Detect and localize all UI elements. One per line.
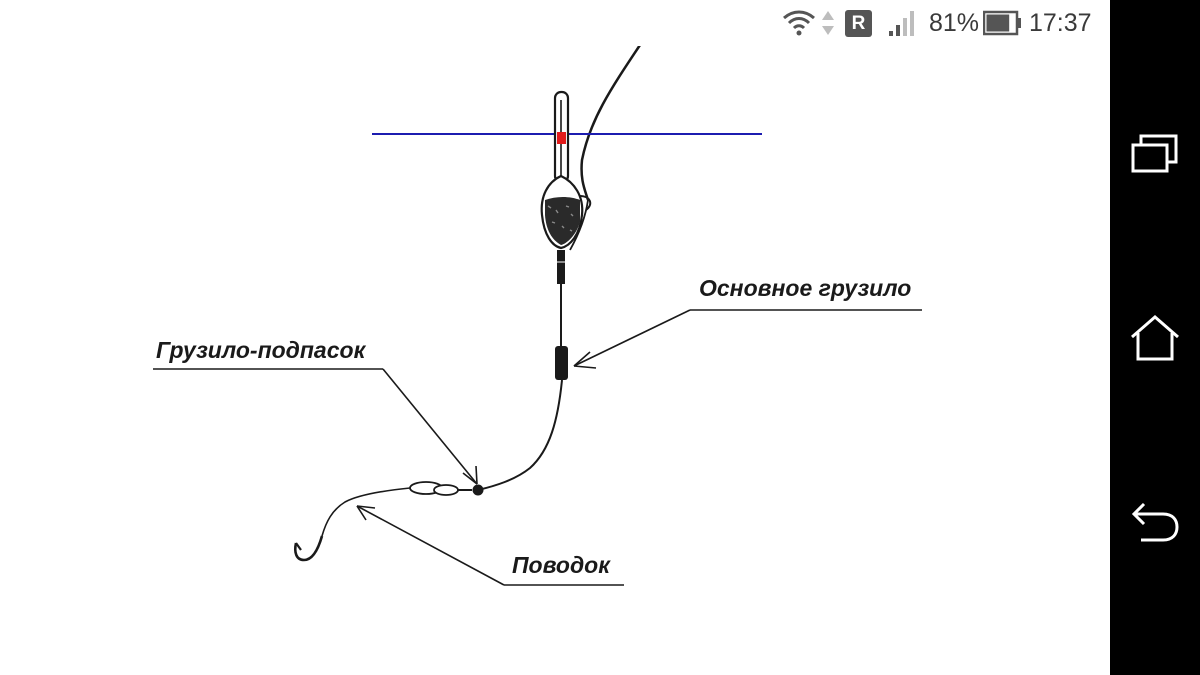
roaming-badge-text: R [851,12,866,34]
navigation-bar [1110,0,1200,675]
clock: 17:37 [1029,8,1092,37]
callout-arrowhead-main-sinker [573,351,597,369]
callout-leader-sub-sinker [382,368,478,485]
main-sinker [555,346,568,380]
recent-apps-icon [1131,134,1178,173]
float-body-shading [545,197,580,245]
wifi-icon [782,0,816,46]
callout-leader-leader [356,505,505,586]
leader-line [321,487,411,537]
float-eyelet [579,195,592,211]
data-arrows-icon [820,0,836,46]
main-fishing-line [580,44,642,201]
fishing-rig-diagram [153,44,922,586]
callout-arrowhead-sub-sinker [462,465,478,485]
float-tip-mark [557,132,566,144]
sub-sinker [472,484,484,496]
battery-percentage: 81% [929,8,980,37]
label-main-sinker: Основное грузило [699,275,912,301]
callout-arrowhead-leader [356,505,376,521]
status-bar: R 81% 17:37 [0,0,1110,46]
callout-leader-main-sinker [573,309,691,367]
hook [293,535,324,562]
battery-icon [983,0,1023,46]
home-button[interactable] [1110,293,1200,383]
home-icon [1131,315,1179,361]
signal-icon [888,0,918,46]
float-stem [557,250,565,284]
hook-barb [295,542,302,551]
line-along-float [569,199,589,251]
label-sub-sinker: Грузило-подпасок [156,337,366,363]
swivel-oval-2 [433,484,459,496]
back-icon [1131,502,1179,542]
line-sinker-to-subsinker [477,379,563,491]
back-button[interactable] [1110,478,1200,568]
label-leader: Поводок [512,552,610,578]
image-viewer[interactable]: Основное грузило Грузило-подпасок Поводо… [0,0,1110,675]
float-body-speckle [547,205,574,232]
recent-apps-button[interactable] [1110,108,1200,198]
roaming-icon: R [845,0,872,46]
